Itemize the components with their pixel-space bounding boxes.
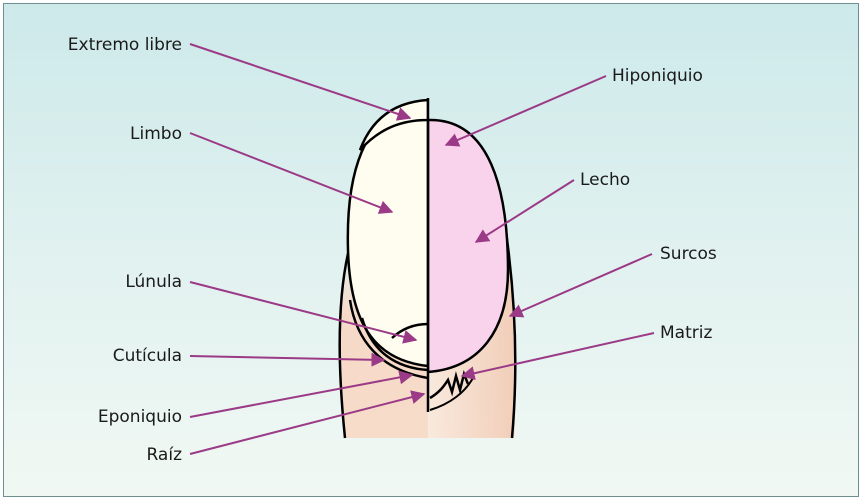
label-lecho: Lecho [580,170,630,190]
label-matriz: Matriz [660,323,712,343]
label-cuticula: Cutícula [20,346,182,366]
arrow-surcos [510,254,652,316]
label-hiponiquio: Hiponiquio [612,66,703,86]
label-raiz: Raíz [20,445,182,465]
label-eponiquio: Eponiquio [20,407,182,427]
label-lunula: Lúnula [20,272,182,292]
label-surcos: Surcos [660,244,717,264]
arrow-hiponiquio [446,76,606,145]
arrow-extremo-libre [190,44,410,118]
label-extremo-libre: Extremo libre [20,35,182,55]
label-limbo: Limbo [20,124,182,144]
